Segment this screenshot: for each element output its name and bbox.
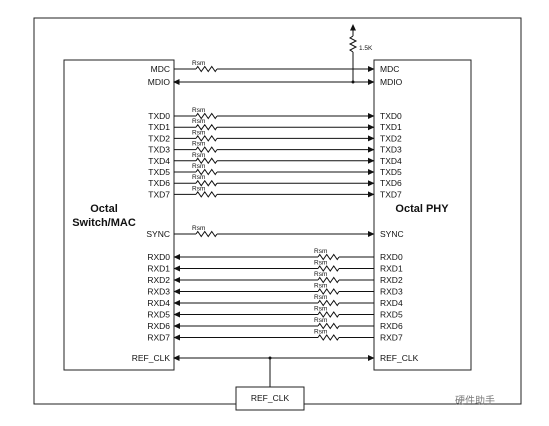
tx-2-resistor bbox=[195, 135, 218, 142]
tx-0-resistor-label: Rsm bbox=[192, 107, 205, 114]
mdc-phy-pin: MDC bbox=[380, 64, 399, 74]
tx-5-mac-pin: TXD5 bbox=[148, 167, 170, 177]
rx-2-mac-pin: RXD2 bbox=[147, 275, 170, 285]
phy-chip-name: Octal PHY bbox=[395, 203, 449, 215]
tx-2-resistor-label: Rsm bbox=[192, 129, 205, 136]
rx-0-resistor bbox=[317, 253, 340, 261]
rx-0-resistor-label: Rsm bbox=[314, 248, 327, 255]
rx-2-resistor bbox=[317, 276, 340, 284]
rx-0-phy-pin: RXD0 bbox=[380, 252, 403, 262]
tx-4-resistor-label: Rsm bbox=[192, 152, 205, 159]
rx-6-phy-pin: RXD6 bbox=[380, 321, 403, 331]
mdc-mac-pin: MDC bbox=[151, 64, 170, 74]
mac-chip-name-2: Switch/MAC bbox=[72, 217, 136, 229]
tx-7-mac-pin: TXD7 bbox=[148, 189, 170, 199]
refclk-source-label: REF_CLK bbox=[251, 393, 290, 403]
tx-1-phy-pin: TXD1 bbox=[380, 122, 402, 132]
rx-4-mac-pin: RXD4 bbox=[147, 298, 170, 308]
rx-5-mac-pin: RXD5 bbox=[147, 310, 170, 320]
tx-4-resistor bbox=[195, 157, 218, 165]
rx-4-resistor-label: Rsm bbox=[314, 294, 327, 301]
rx-4-phy-pin: RXD4 bbox=[380, 298, 403, 308]
rx-6-resistor-label: Rsm bbox=[314, 317, 327, 324]
rx-1-mac-pin: RXD1 bbox=[147, 264, 170, 274]
tx-1-resistor-label: Rsm bbox=[192, 118, 205, 125]
tx-7-phy-pin: TXD7 bbox=[380, 189, 402, 199]
tx-2-mac-pin: TXD2 bbox=[148, 133, 170, 143]
sync-resistor bbox=[195, 230, 218, 238]
rx-1-resistor-label: Rsm bbox=[314, 260, 327, 267]
tx-0-phy-pin: TXD0 bbox=[380, 111, 402, 121]
mdio-mac-pin: MDIO bbox=[148, 77, 171, 87]
rx-7-resistor bbox=[317, 334, 340, 341]
sync-resistor-label: Rsm bbox=[192, 225, 205, 232]
rx-6-mac-pin: RXD6 bbox=[147, 321, 170, 331]
rx-3-mac-pin: RXD3 bbox=[147, 287, 170, 297]
rx-7-mac-pin: RXD7 bbox=[147, 333, 170, 343]
sync-mac-pin: SYNC bbox=[146, 229, 170, 239]
rx-5-resistor-label: Rsm bbox=[314, 306, 327, 313]
refclk-source: REF_CLK bbox=[235, 356, 305, 411]
mdio-phy-pin: MDIO bbox=[380, 77, 403, 87]
tx-6-mac-pin: TXD6 bbox=[148, 178, 170, 188]
tx-7-resistor-label: Rsm bbox=[192, 185, 205, 192]
tx-1-resistor bbox=[195, 123, 218, 131]
refclk-phy-pin: REF_CLK bbox=[380, 353, 419, 363]
tx-3-resistor-label: Rsm bbox=[192, 141, 205, 148]
rx-2-phy-pin: RXD2 bbox=[380, 275, 403, 285]
tx-1-mac-pin: TXD1 bbox=[148, 122, 170, 132]
tx-3-resistor bbox=[195, 146, 218, 153]
tx-5-phy-pin: TXD5 bbox=[380, 167, 402, 177]
rx-0-mac-pin: RXD0 bbox=[147, 252, 170, 262]
rx-4-resistor bbox=[317, 299, 340, 307]
rx-6-resistor bbox=[317, 322, 340, 330]
tx-5-resistor-label: Rsm bbox=[192, 163, 205, 170]
tx-7-resistor bbox=[195, 191, 218, 198]
phy-chip-box bbox=[373, 59, 472, 371]
pullup-value-label: 1.5K bbox=[359, 45, 373, 52]
tx-0-mac-pin: TXD0 bbox=[148, 111, 170, 121]
rx-2-resistor-label: Rsm bbox=[314, 271, 327, 278]
tx-3-phy-pin: TXD3 bbox=[380, 145, 402, 155]
mdio-pullup: 1.5K bbox=[348, 24, 373, 84]
tx-5-resistor bbox=[195, 168, 218, 176]
mac-chip-name: Octal bbox=[90, 203, 118, 215]
rx-3-phy-pin: RXD3 bbox=[380, 287, 403, 297]
tx-3-mac-pin: TXD3 bbox=[148, 145, 170, 155]
refclk-oscillator-box bbox=[235, 386, 305, 411]
refclk-mac-pin: REF_CLK bbox=[132, 353, 171, 363]
rx-5-phy-pin: RXD5 bbox=[380, 310, 403, 320]
rx-3-resistor-label: Rsm bbox=[314, 283, 327, 290]
tx-4-mac-pin: TXD4 bbox=[148, 156, 170, 166]
mac-chip-box bbox=[63, 59, 175, 371]
mdc-resistor bbox=[195, 65, 218, 73]
rx-7-phy-pin: RXD7 bbox=[380, 333, 403, 343]
tx-2-phy-pin: TXD2 bbox=[380, 133, 402, 143]
tx-4-phy-pin: TXD4 bbox=[380, 156, 402, 166]
tx-6-phy-pin: TXD6 bbox=[380, 178, 402, 188]
rx-5-resistor bbox=[317, 311, 340, 318]
rx-1-resistor bbox=[317, 265, 340, 272]
sync-phy-pin: SYNC bbox=[380, 229, 404, 239]
rx-7-resistor-label: Rsm bbox=[314, 329, 327, 336]
rx-3-resistor bbox=[317, 288, 340, 295]
mdc-resistor-label: Rsm bbox=[192, 60, 205, 67]
watermark-text: 硬件助手 bbox=[455, 394, 495, 407]
tx-6-resistor bbox=[195, 179, 218, 187]
rx-1-phy-pin: RXD1 bbox=[380, 264, 403, 274]
tx-6-resistor-label: Rsm bbox=[192, 174, 205, 181]
tx-0-resistor bbox=[195, 112, 218, 120]
